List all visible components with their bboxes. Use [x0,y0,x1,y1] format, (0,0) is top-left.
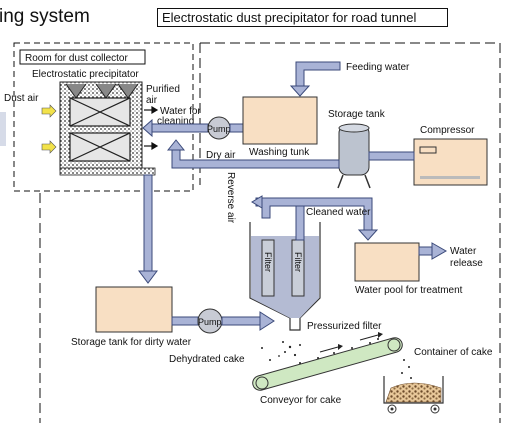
dirty-water-tank [95,286,173,333]
dehydrated-cake-label: Dehydrated cake [169,354,245,365]
container-label: Container of cake [414,347,493,358]
pump-to-tank-pipe [229,123,244,133]
water-pool [354,242,420,282]
filter-to-cleaned-pipe [295,205,305,241]
water-for-cleaning-label-2: cleaning [157,116,194,127]
system-title-fragment: ing system [0,6,90,27]
water-release-label: Water [450,246,477,257]
feeding-water-pipe [295,61,341,87]
cleaned-water-arrow-left [251,195,263,209]
filter-label-right: Filter [293,252,303,272]
precipitator-label: Electrostatic precipitator [32,69,139,80]
washing-tank-label: Washing tunk [249,147,310,158]
side-tab [0,112,6,146]
reverse-air-arrow-up [166,139,186,151]
dry-air-label: Dry air [206,150,236,161]
pressurized-filter-label: Pressurized filter [307,321,382,332]
plant-area-boundary [39,42,501,423]
tank-to-pump-pipe [171,316,199,326]
precipitator-unit [59,81,156,176]
small-arrows [144,105,159,151]
water-release-pipe [418,246,433,256]
room-label: Room for dust collector [25,53,128,64]
compressor-label: Compressor [420,125,475,136]
purified-air-label-2: air [146,95,158,106]
filter-label-left: Filter [263,252,273,272]
storage-tank-label: Storage tank [328,109,386,120]
air-storage-tank [337,123,371,189]
falling-cake [261,341,301,361]
dirty-pump-label: Pump [198,317,222,327]
dirty-water-arrow-down [138,270,158,284]
dust-collector-room-boundary [13,42,194,192]
dust-air-arrow-bottom [41,140,57,154]
water-pool-label: Water pool for treatment [355,285,463,296]
reverse-air-label: Reverse air [225,172,236,224]
dirty-water-tank-label: Storage tank for dirty water [71,337,192,348]
cleaning-water-arrow [142,118,153,138]
compressor-to-tank-pipe [368,151,415,161]
cake-container [383,359,444,414]
cleaned-water-arrow-down [357,229,379,241]
conveyor-label: Conveyor for cake [260,395,342,406]
water-for-cleaning-label: Water for [160,106,201,117]
washing-tank [242,96,318,145]
cleaned-water-label: Cleaned water [306,207,371,218]
compressor [413,138,488,186]
dirty-water-downpipe [143,174,153,272]
pump-to-filter-pipe [221,316,263,326]
purified-air-label: Purified [146,84,180,95]
water-release-arrow [431,242,448,260]
cleaning-water-pipe [149,123,209,133]
pressurized-filter-vessel [249,222,321,331]
feeding-water-arrow [289,85,311,97]
conveyor [252,332,403,391]
dust-air-label: Dust air [4,93,39,104]
wash-pump-label: Pump [207,124,231,134]
water-release-label-2: release [450,258,483,269]
pump-to-filter-arrow [259,311,275,331]
diagram-subtitle-box: Electrostatic dust precipitator for road… [157,8,448,27]
feeding-water-label: Feeding water [346,62,410,73]
diagram-subtitle: Electrostatic dust precipitator for road… [162,10,417,25]
room-label-box [19,49,146,65]
dust-air-arrow-top [41,104,57,118]
